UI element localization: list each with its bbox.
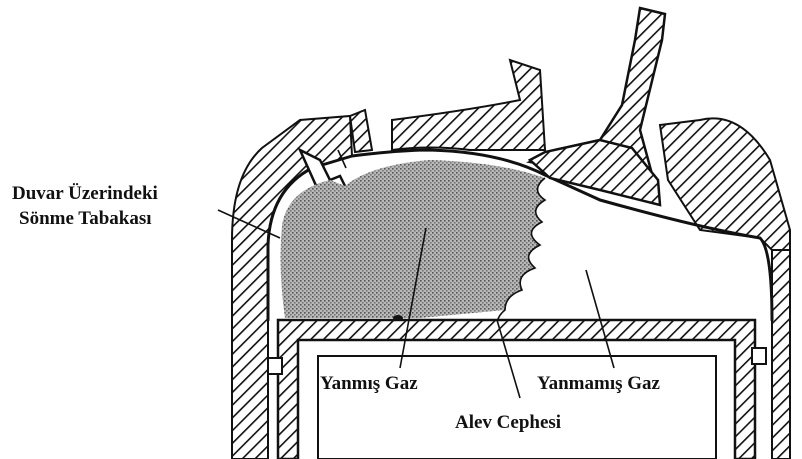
label-quench-layer-line2: Sönme Tabakası	[19, 208, 152, 229]
label-flame-front: Alev Cephesi	[455, 412, 561, 433]
label-quench-layer-line1: Duvar Üzerindeki	[12, 183, 158, 204]
burned-gas-region	[281, 160, 545, 318]
label-unburned-gas: Yanmamış Gaz	[537, 373, 661, 394]
piston-ring-left	[268, 358, 282, 374]
valve	[530, 8, 665, 205]
quench-spot	[393, 315, 403, 321]
piston-ring-right	[752, 348, 766, 364]
label-burned-gas: Yanmış Gaz	[320, 373, 418, 394]
